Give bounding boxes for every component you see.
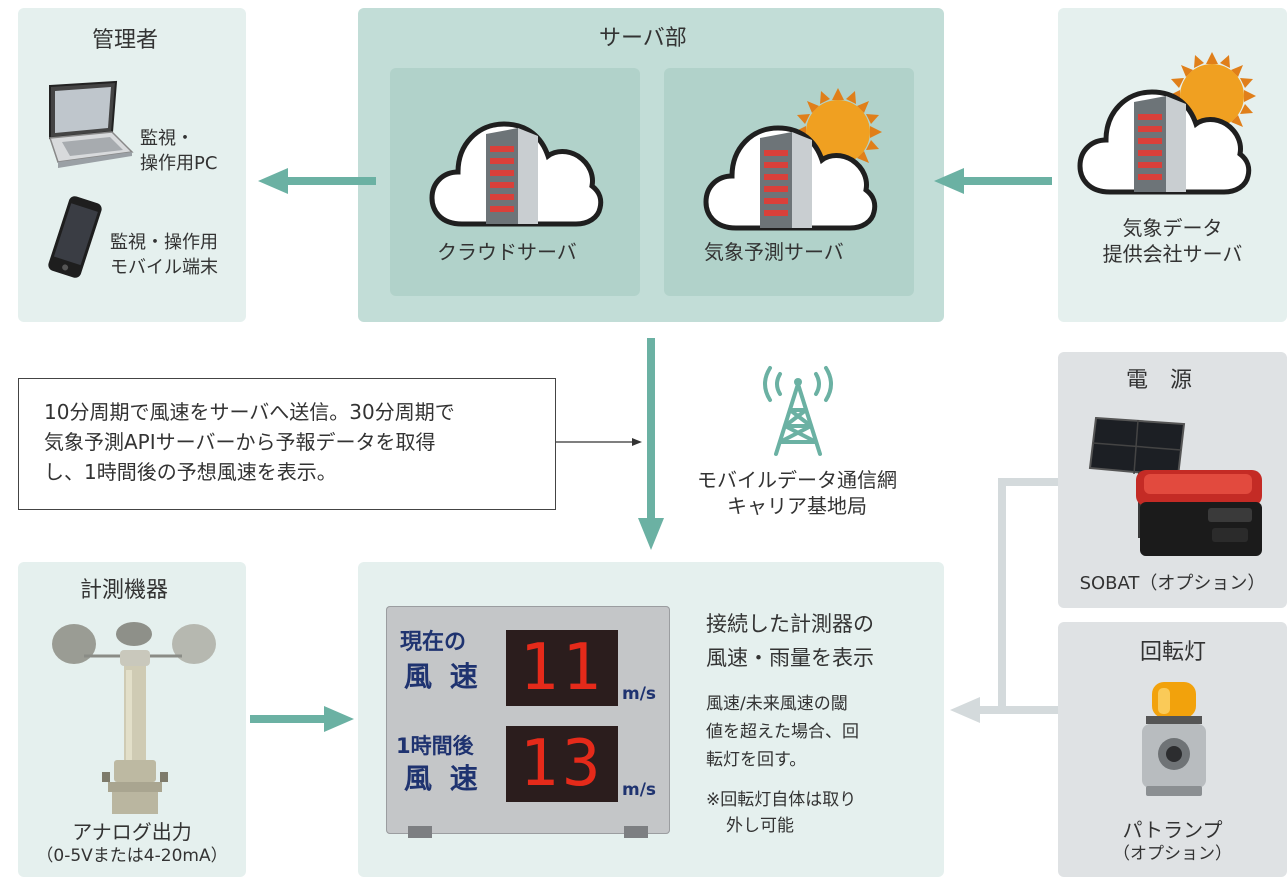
smartphone-icon xyxy=(48,196,102,278)
sensor-label-2: （0-5Vまたは4-20mA） xyxy=(36,846,228,866)
server-title: サーバ部 xyxy=(599,26,687,51)
sensor-title: 計測機器 xyxy=(80,578,169,603)
arrow-server-to-display xyxy=(638,338,664,550)
arrow-server-to-admin xyxy=(258,168,376,194)
power-label: SOBAT（オプション） xyxy=(1079,573,1266,594)
note-pointer-arrow xyxy=(556,438,642,446)
display-desc-5: 転灯を回す。 xyxy=(706,750,807,770)
power-title: 電 源 xyxy=(1126,368,1193,393)
current-wind-value: 11 xyxy=(519,631,605,705)
provider-label-2: 提供会社サーバ xyxy=(1102,242,1243,266)
network-label-1: モバイルデータ通信網 xyxy=(697,468,897,492)
pc-label-2: 操作用PC xyxy=(140,153,218,174)
display-desc-1: 接続した計測器の xyxy=(706,612,874,636)
current-unit: m/s xyxy=(622,684,657,704)
current-led-panel xyxy=(506,630,618,706)
lamp-title: 回転灯 xyxy=(1140,640,1207,665)
laptop-icon xyxy=(48,80,134,168)
note-line-2: 気象予測APIサーバーから予報データを取得 xyxy=(44,430,436,454)
mobile-label-1: 監視・操作用 xyxy=(110,232,218,253)
cloud-server-icon xyxy=(429,121,604,227)
cloud-server-label: クラウドサーバ xyxy=(437,240,577,264)
display-desc-4: 値を超えた場合、回 xyxy=(706,722,859,742)
network-label-2: キャリア基地局 xyxy=(727,494,867,518)
display-foot-left xyxy=(408,826,432,838)
future-wind-value: 13 xyxy=(519,727,605,801)
display-desc-7: 外し可能 xyxy=(726,816,794,836)
lamp-label-1: パトランプ xyxy=(1122,818,1223,842)
anemometer-icon xyxy=(52,622,216,814)
future-label-2: 風 速 xyxy=(404,762,482,795)
future-led-panel xyxy=(506,726,618,802)
provider-label-1: 気象データ xyxy=(1122,216,1223,240)
sensor-label-1: アナログ出力 xyxy=(72,820,192,844)
pc-label-1: 監視・ xyxy=(140,128,194,149)
provider-server-icon xyxy=(1077,52,1256,195)
rotating-lamp-icon xyxy=(1142,682,1206,796)
arrow-sensor-to-display xyxy=(250,706,354,732)
note-line-3: し、1時間後の予想風速を表示。 xyxy=(44,460,337,484)
battery-solar-icon xyxy=(1088,416,1262,556)
note-box xyxy=(18,378,556,510)
display-desc-3: 風速/未来風速の閾 xyxy=(706,694,848,714)
antenna-icon xyxy=(763,366,833,456)
display-desc-6: ※回転灯自体は取り xyxy=(706,790,857,810)
display-desc-2: 風速・雨量を表示 xyxy=(706,646,874,670)
future-unit: m/s xyxy=(622,780,657,800)
note-line-1: 10分周期で風速をサーバへ送信。30分周期で xyxy=(44,400,455,424)
lamp-label-2: （オプション） xyxy=(1113,844,1232,864)
current-label-1: 現在の xyxy=(400,630,467,655)
arrow-provider-to-server xyxy=(934,168,1052,194)
forecast-server-label: 気象予測サーバ xyxy=(704,240,844,264)
forecast-server-icon xyxy=(703,88,882,231)
admin-title: 管理者 xyxy=(92,28,159,53)
display-foot-right xyxy=(624,826,648,838)
arrow-peripherals-to-display xyxy=(950,478,1060,723)
future-label-1: 1時間後 xyxy=(396,734,474,758)
mobile-label-2: モバイル端末 xyxy=(110,257,218,278)
current-label-2: 風 速 xyxy=(404,660,482,693)
